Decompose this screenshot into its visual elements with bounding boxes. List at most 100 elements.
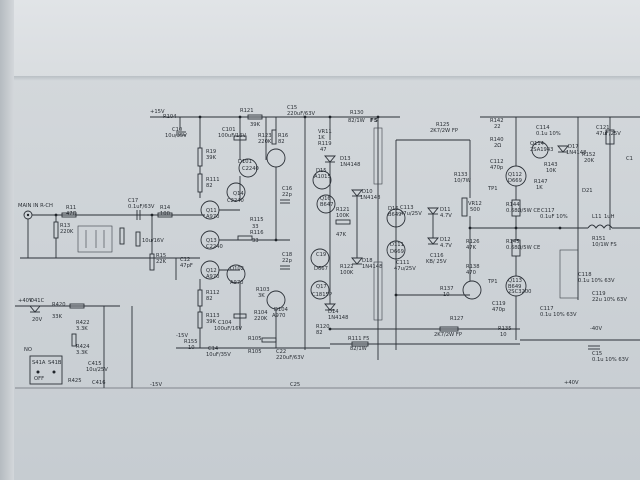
q115-value: 2SC3200 bbox=[508, 289, 531, 295]
zener-d12 bbox=[427, 237, 439, 245]
r147-value: 1K bbox=[536, 185, 543, 191]
q12-label: Q12 bbox=[206, 268, 217, 274]
r123-value: 220K bbox=[258, 139, 272, 145]
c22-label: C22 bbox=[276, 349, 286, 355]
r121b-label: R121 bbox=[336, 207, 350, 213]
neg15-label: -15V bbox=[176, 333, 188, 339]
r420-label: R420 bbox=[52, 302, 66, 308]
r120-label: R120 bbox=[316, 324, 330, 330]
c16-label: C16 bbox=[282, 186, 292, 192]
r422-label: R422 bbox=[76, 320, 90, 326]
r113-value: 39K bbox=[206, 319, 217, 325]
diode-d41c bbox=[29, 305, 41, 313]
r138-label: R138 bbox=[466, 264, 480, 270]
input-section: MAIN IN R-CH R11 47Ω R13 220K C17 0.1uF/… bbox=[18, 198, 205, 271]
d16-label: D16 bbox=[388, 206, 399, 212]
r424-label: R424 bbox=[76, 344, 90, 350]
input-label: MAIN IN R-CH bbox=[18, 203, 53, 209]
c15-label: C15 bbox=[287, 105, 297, 111]
capacitor-c121 bbox=[605, 129, 615, 145]
c415-value: 10u/25V bbox=[86, 367, 108, 373]
r122-value: 100K bbox=[340, 270, 354, 276]
c119-value: 470p bbox=[492, 307, 506, 313]
r140-value: 2Ω bbox=[494, 143, 501, 149]
l11-label: L11 bbox=[592, 214, 602, 220]
c25-label: C25 bbox=[290, 382, 300, 388]
input-filter-network bbox=[77, 225, 113, 253]
d15-value: A1015 bbox=[314, 174, 331, 180]
d111-value: D669 bbox=[390, 249, 404, 255]
diode-d13 bbox=[324, 155, 336, 163]
r15-label: R15 bbox=[156, 253, 166, 259]
q13-label: Q13 bbox=[206, 238, 217, 244]
trimmer-vr12 bbox=[461, 197, 468, 217]
r138-value: 470 bbox=[466, 270, 476, 276]
d104-label: D104 bbox=[274, 307, 289, 313]
r133-label: R133 bbox=[454, 172, 468, 178]
blank-paper-top bbox=[0, 0, 640, 78]
resistor-r19 bbox=[197, 147, 203, 167]
r133-value: 10/7W bbox=[454, 178, 471, 184]
r120-value: 82 bbox=[316, 330, 323, 336]
r115-label: R115 bbox=[250, 217, 264, 223]
vertical-resistor-group-bottom bbox=[373, 261, 383, 321]
r140-label: R140 bbox=[490, 137, 504, 143]
r142-label: R142 bbox=[490, 118, 504, 124]
r111b-value: 82/1W bbox=[350, 346, 367, 352]
c25-value: 220uF/63V bbox=[276, 355, 305, 361]
r127-value: 2K7/2W FP bbox=[434, 332, 462, 338]
r16-value: 82 bbox=[278, 139, 285, 145]
c118-value: 0.1u 10% 63V bbox=[578, 278, 615, 284]
c114-label: C114 bbox=[536, 125, 550, 131]
driver-section: R125 2K7/2W FP D16 B649 D111 D669 C113 4… bbox=[330, 117, 520, 360]
c112-label: C112 bbox=[490, 159, 504, 165]
d10-value: 1N4148 bbox=[360, 195, 380, 201]
vr12-label: VR12 bbox=[468, 201, 482, 207]
d13-value: 1N4148 bbox=[340, 162, 360, 168]
r19-label: R19 bbox=[206, 149, 216, 155]
d10-label: D10 bbox=[362, 189, 373, 195]
resistor-r115 bbox=[237, 235, 253, 241]
second-stage: C101 100uF/16V R123 220K D101 C2240 R16 … bbox=[214, 117, 293, 348]
r103-value: 3K bbox=[258, 293, 265, 299]
r13-value: 220K bbox=[60, 229, 74, 235]
r111-label: R111 bbox=[206, 177, 220, 183]
tp1b-label: TP1 bbox=[487, 279, 498, 285]
protection-section: +40V D41C 20V R420 33K R422 3.3K R424 3.… bbox=[15, 298, 640, 389]
q101-value: C2240 bbox=[242, 166, 259, 172]
r113-label: R113 bbox=[206, 313, 220, 319]
c-22p-label: C18 bbox=[282, 252, 292, 258]
c112-value: 470p bbox=[490, 165, 504, 171]
transistor-q114 bbox=[531, 141, 549, 159]
q-d667-label: D667 bbox=[314, 266, 328, 272]
r152-value: 20K bbox=[584, 158, 595, 164]
c12-label: C12 bbox=[180, 257, 190, 263]
r130-value: 82/1W bbox=[348, 118, 365, 124]
d18-value: 1N4148 bbox=[362, 264, 382, 270]
r104b-value: 220K bbox=[254, 316, 268, 322]
q102-value: A970 bbox=[230, 280, 243, 286]
r420-value: 33K bbox=[52, 314, 63, 320]
d15-label: D15 bbox=[316, 168, 327, 174]
q17-value: C1815P bbox=[312, 292, 332, 298]
r155-label: R155 bbox=[184, 339, 198, 345]
relay-s41 bbox=[29, 355, 63, 385]
r115-value: 33 bbox=[252, 224, 259, 230]
r105-label: R105 bbox=[248, 336, 262, 342]
c119b-value: 22u 10% 63V bbox=[592, 297, 627, 303]
r-47k-b-label: 47K bbox=[336, 232, 347, 238]
d41c-value: 20V bbox=[32, 317, 43, 323]
resistor-r112 bbox=[197, 289, 203, 307]
r123-label: R123 bbox=[258, 133, 272, 139]
transistor-q101 bbox=[238, 158, 258, 178]
r122-label: R122 bbox=[340, 264, 354, 270]
c117a-label: C117 bbox=[541, 208, 555, 214]
d17-label: D17 bbox=[568, 144, 579, 150]
q12-value: A970 bbox=[206, 274, 219, 280]
r143-value: 10K bbox=[546, 168, 557, 174]
c117-value: 0.1u 10% 63V bbox=[540, 312, 577, 318]
d14-label: D14 bbox=[328, 309, 339, 315]
pos40-label-bottom: +40V bbox=[564, 380, 579, 386]
c117a-value: 0.1uF 10% bbox=[540, 214, 568, 220]
q13-value: C2240 bbox=[206, 244, 223, 250]
